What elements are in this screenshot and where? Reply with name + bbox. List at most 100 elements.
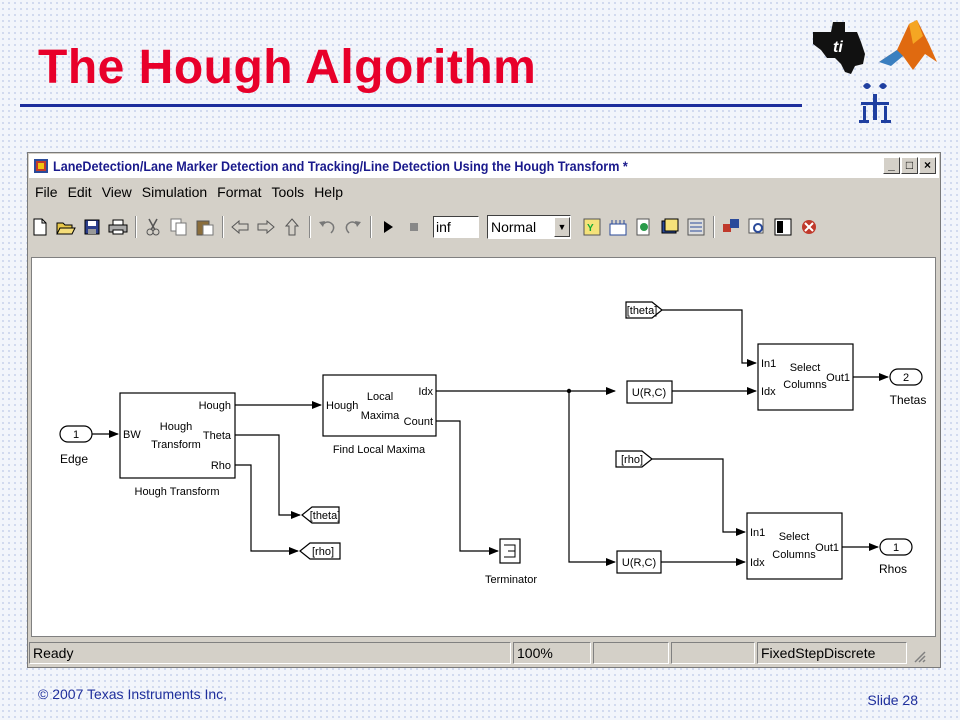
stop-icon[interactable] xyxy=(403,216,425,238)
selector-top-block[interactable]: U(R,C) xyxy=(626,380,673,404)
svg-text:Idx: Idx xyxy=(761,386,776,398)
properties-icon[interactable] xyxy=(772,216,794,238)
rhos-outport[interactable]: 1 Rhos xyxy=(879,538,913,576)
model-browser-icon[interactable] xyxy=(720,216,742,238)
window-titlebar[interactable]: LaneDetection/Lane Marker Detection and … xyxy=(29,154,939,178)
close-button[interactable]: × xyxy=(919,157,936,174)
theta-to-goto-line xyxy=(235,434,301,519)
menu-view[interactable]: View xyxy=(101,184,132,200)
resize-grip-icon[interactable] xyxy=(909,642,929,664)
svg-text:U(R,C): U(R,C) xyxy=(622,557,656,569)
toolbar-separator xyxy=(370,216,372,238)
svg-text:Local: Local xyxy=(367,391,393,403)
svg-text:Idx: Idx xyxy=(418,386,433,398)
status-empty-1 xyxy=(593,642,669,664)
play-icon[interactable] xyxy=(377,216,399,238)
university-emblem-logo xyxy=(859,83,891,123)
forward-icon[interactable] xyxy=(255,216,277,238)
rhos-label: Rhos xyxy=(879,562,907,576)
cut-icon[interactable] xyxy=(142,216,164,238)
goto-theta-block[interactable]: [theta] xyxy=(301,506,341,524)
from-theta-block[interactable]: [theta] xyxy=(625,301,663,319)
idx-to-selector-bottom-line xyxy=(568,391,616,566)
model-explorer-icon[interactable] xyxy=(685,216,707,238)
svg-text:Select: Select xyxy=(779,531,810,543)
svg-text:Hough: Hough xyxy=(199,400,231,412)
svg-text:Count: Count xyxy=(404,416,433,428)
undo-icon[interactable] xyxy=(316,216,338,238)
menu-format[interactable]: Format xyxy=(217,184,262,200)
menu-tools[interactable]: Tools xyxy=(271,184,305,200)
menu-simulation[interactable]: Simulation xyxy=(141,184,208,200)
thetas-outport[interactable]: 2 Thetas xyxy=(889,368,927,407)
simulation-mode-select[interactable]: Normal ▼ xyxy=(487,215,571,239)
rho-to-goto-line xyxy=(235,464,299,555)
selector-bottom-block[interactable]: U(R,C) xyxy=(616,550,662,574)
hough-in-bw: BW xyxy=(123,429,141,441)
edge-inport[interactable]: 1 Edge xyxy=(59,425,93,466)
svg-text:Out1: Out1 xyxy=(826,372,850,384)
toolbar: inf Normal ▼ Y xyxy=(29,211,939,243)
model-canvas[interactable]: 1 Edge BW Hough Transform Hough Theta Rh… xyxy=(31,257,936,637)
simulation-mode-value: Normal xyxy=(491,219,537,235)
count-to-terminator-line xyxy=(436,420,499,555)
svg-text:U(R,C): U(R,C) xyxy=(632,387,666,399)
simulink-app-icon xyxy=(34,159,48,173)
toolbar-separator xyxy=(222,216,224,238)
redo-icon[interactable] xyxy=(342,216,364,238)
hough-transform-block[interactable]: BW Hough Transform Hough Theta Rho Hough… xyxy=(119,392,236,498)
svg-text:Columns: Columns xyxy=(783,379,827,391)
svg-text:Transform: Transform xyxy=(151,439,201,451)
open-icon[interactable] xyxy=(55,216,77,238)
select-columns-top-block[interactable]: In1 Idx Select Columns Out1 xyxy=(757,343,854,411)
copyright-footer: © 2007 Texas Instruments Inc, xyxy=(38,686,228,702)
menu-edit[interactable]: Edit xyxy=(67,184,92,200)
rho-to-select-line xyxy=(652,458,746,536)
select-columns-bottom-block[interactable]: In1 Idx Select Columns Out1 xyxy=(746,512,843,580)
svg-text:Y: Y xyxy=(587,223,594,234)
terminator-block[interactable]: Terminator xyxy=(485,538,537,586)
toolbar-separator xyxy=(309,216,311,238)
goto-rho-block[interactable]: [rho] xyxy=(299,542,341,560)
find-local-maxima-block[interactable]: Hough Local Maxima Idx Count Find Local … xyxy=(322,374,437,456)
copy-icon[interactable] xyxy=(168,216,190,238)
menu-file[interactable]: File xyxy=(35,184,58,200)
update-diagram-icon[interactable]: Y xyxy=(581,216,603,238)
debug-icon[interactable] xyxy=(633,216,655,238)
status-empty-2 xyxy=(671,642,755,664)
back-icon[interactable] xyxy=(229,216,251,238)
svg-text:1: 1 xyxy=(73,429,79,441)
branch-point xyxy=(566,388,572,394)
menu-help[interactable]: Help xyxy=(314,184,343,200)
build-icon[interactable] xyxy=(607,216,629,238)
save-icon[interactable] xyxy=(81,216,103,238)
new-icon[interactable] xyxy=(29,216,51,238)
maxima-block-caption: Find Local Maxima xyxy=(333,444,426,456)
slide-number: Slide 28 xyxy=(867,692,918,708)
up-icon[interactable] xyxy=(281,216,303,238)
svg-text:In1: In1 xyxy=(761,358,776,370)
window-title: LaneDetection/Lane Marker Detection and … xyxy=(53,158,628,174)
from-rho-block[interactable]: [rho] xyxy=(615,450,653,468)
status-zoom: 100% xyxy=(513,642,591,664)
print-icon[interactable] xyxy=(107,216,129,238)
status-ready: Ready xyxy=(29,642,511,664)
stop-time-input[interactable]: inf xyxy=(433,216,479,238)
svg-text:[rho]: [rho] xyxy=(621,454,643,466)
svg-text:Idx: Idx xyxy=(750,557,765,569)
minimize-button[interactable]: _ xyxy=(883,157,900,174)
dropdown-arrow-icon[interactable]: ▼ xyxy=(554,217,570,237)
svg-text:Select: Select xyxy=(790,362,821,374)
library-icon[interactable] xyxy=(659,216,681,238)
status-solver: FixedStepDiscrete xyxy=(757,642,907,664)
find-icon[interactable] xyxy=(746,216,768,238)
hough-block-caption: Hough Transform xyxy=(135,486,220,498)
paste-icon[interactable] xyxy=(194,216,216,238)
edge-port-label: Edge xyxy=(60,452,88,466)
svg-text:Rho: Rho xyxy=(211,460,231,472)
maximize-button[interactable]: □ xyxy=(901,157,918,174)
svg-text:[theta]: [theta] xyxy=(310,510,341,522)
debugger-icon[interactable] xyxy=(798,216,820,238)
svg-text:Theta: Theta xyxy=(203,430,232,442)
svg-text:[rho]: [rho] xyxy=(312,546,334,558)
